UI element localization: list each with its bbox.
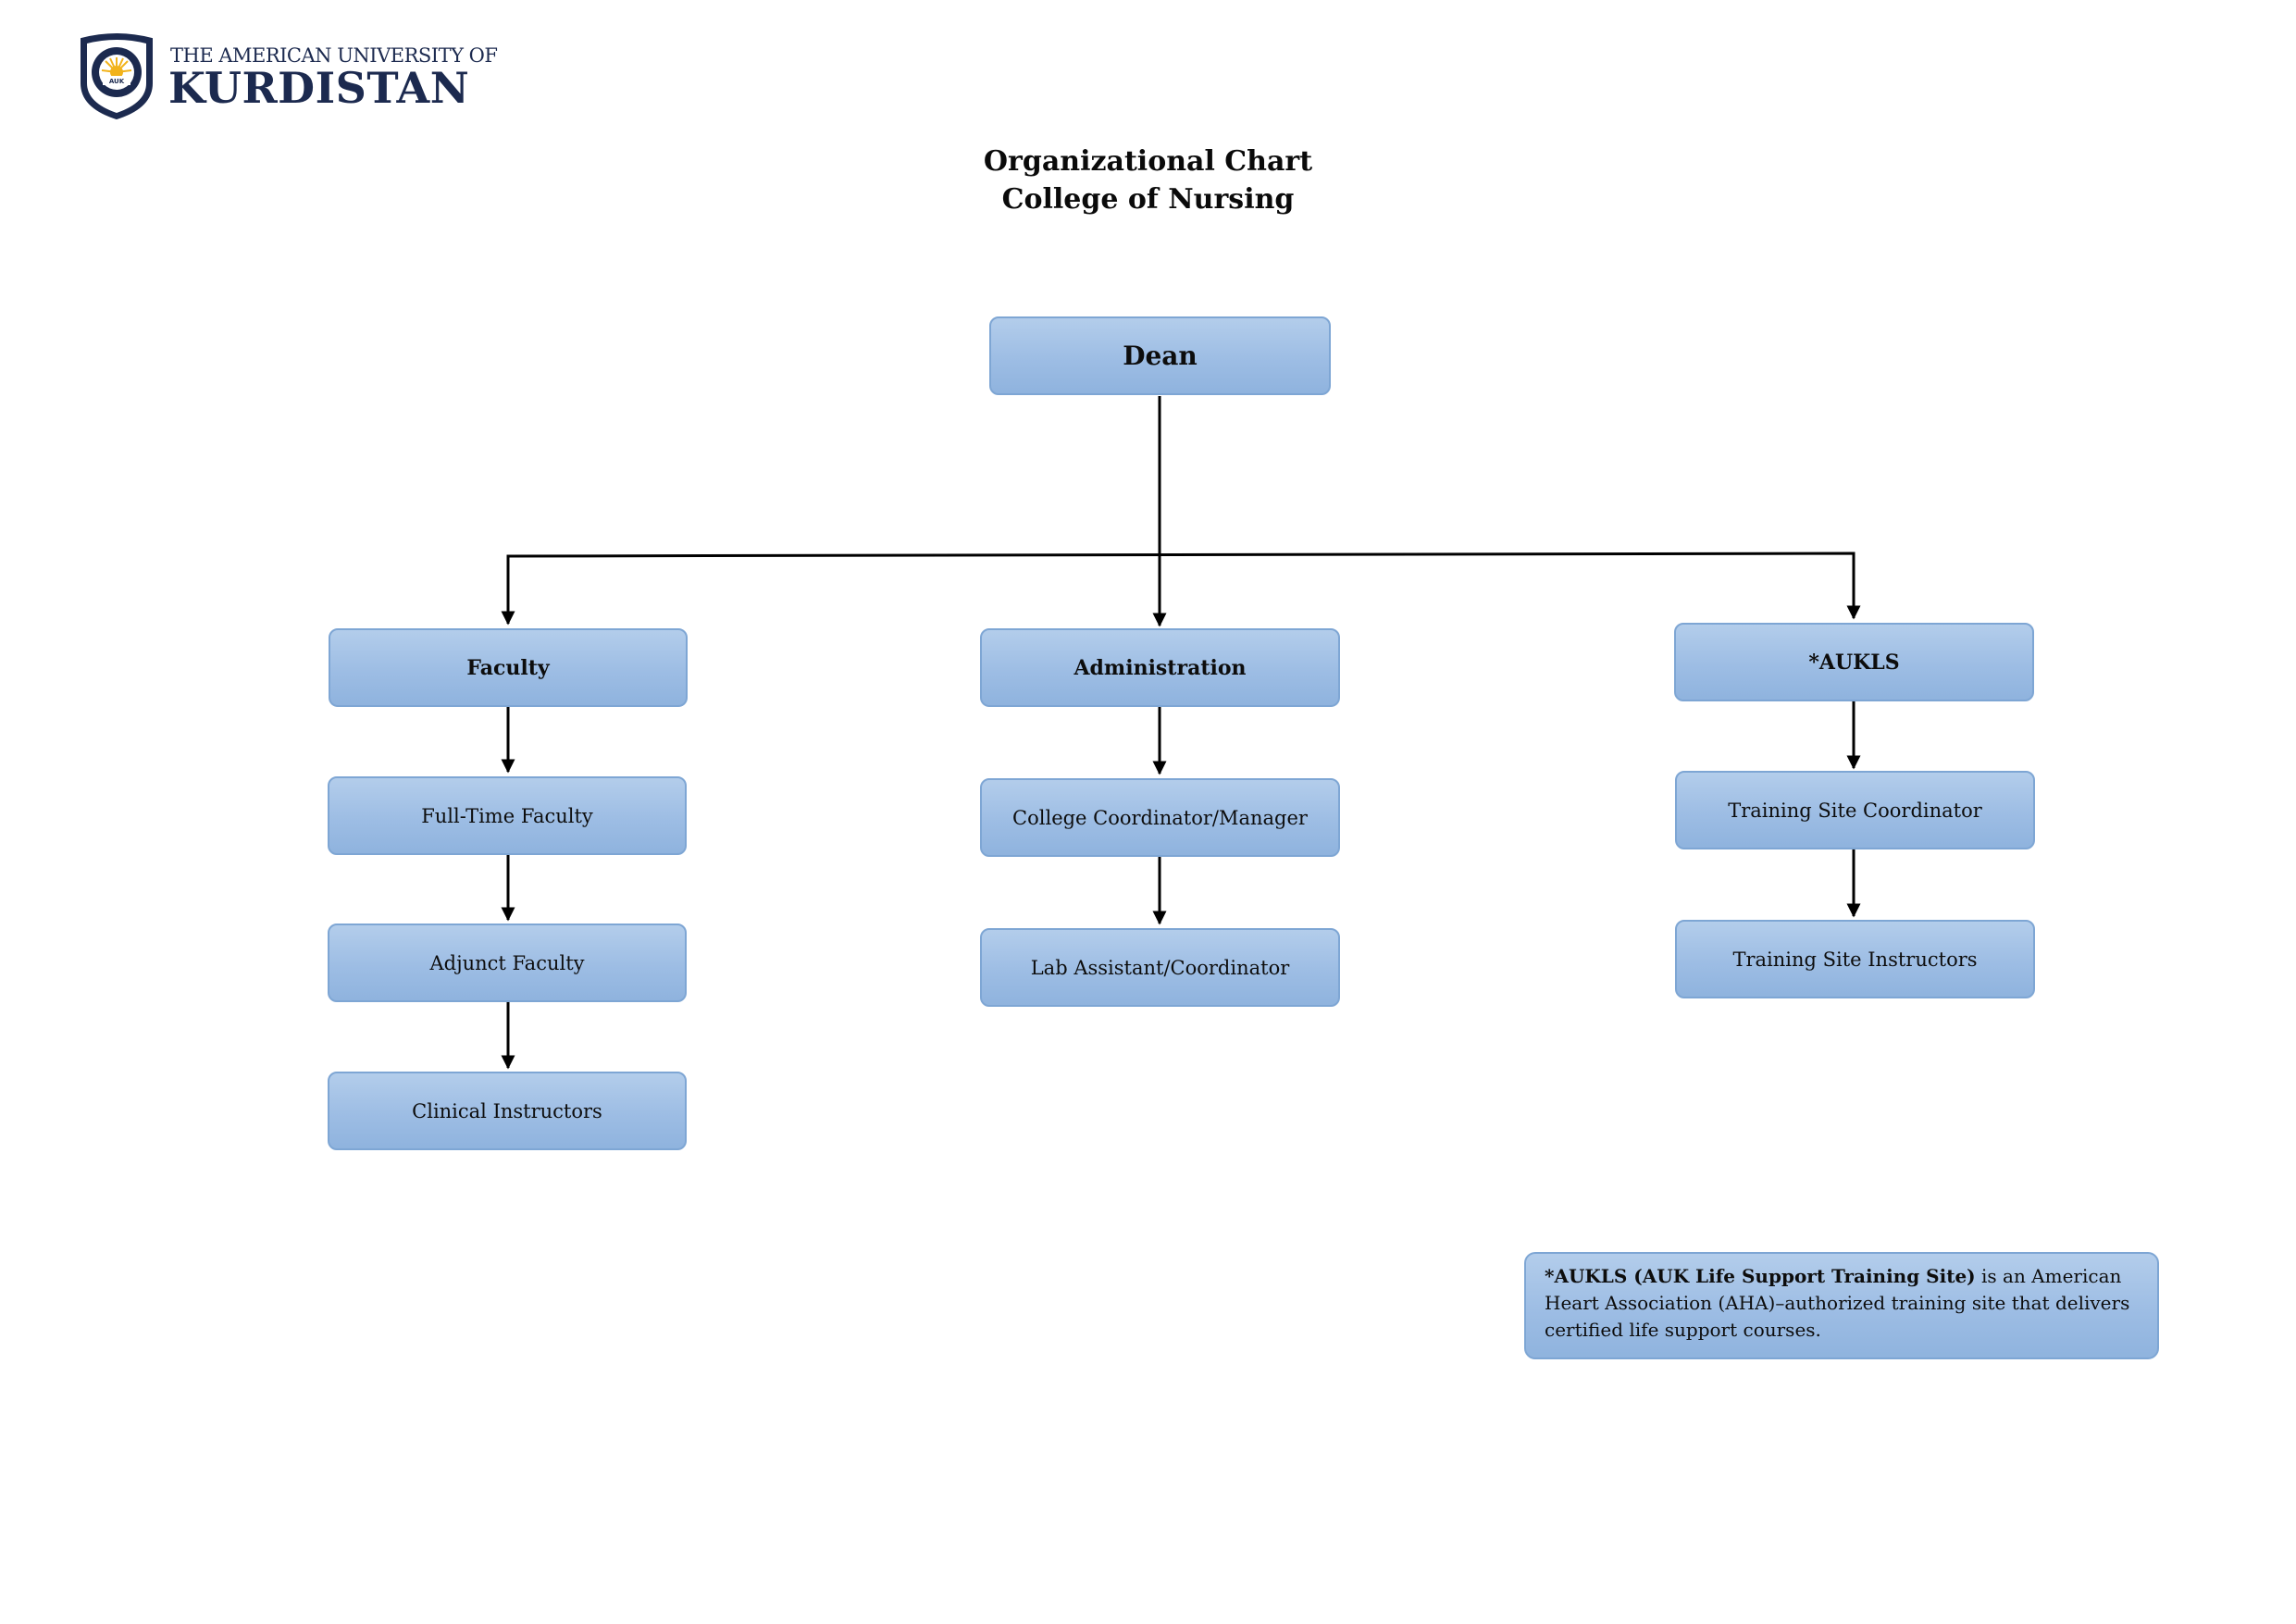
aukls-footnote: *AUKLS (AUK Life Support Training Site) … xyxy=(1524,1252,2159,1359)
node-college-coordinator: College Coordinator/Manager xyxy=(980,778,1340,857)
logo-text-line1: THE AMERICAN UNIVERSITY OF xyxy=(170,44,498,67)
seal-text: AUK xyxy=(109,78,125,85)
node-adjunct-faculty: Adjunct Faculty xyxy=(328,924,687,1002)
node-dean: Dean xyxy=(989,316,1331,395)
node-lab-assistant: Lab Assistant/Coordinator xyxy=(980,928,1340,1007)
university-seal-icon: AUK xyxy=(81,33,153,120)
node-faculty: Faculty xyxy=(329,628,688,707)
node-clinical-instructors: Clinical Instructors xyxy=(328,1072,687,1150)
footnote-definition: is an American Heart Association (AHA)–a… xyxy=(1545,1265,2130,1341)
node-administration: Administration xyxy=(980,628,1340,707)
logo-text-line2: KURDISTAN xyxy=(168,63,470,113)
footnote-term: *AUKLS (AUK Life Support Training Site) xyxy=(1545,1265,1976,1287)
university-logo: AUK THE AMERICAN UNIVERSITY OF KURDISTAN xyxy=(78,31,498,120)
node-aukls: *AUKLS xyxy=(1674,623,2034,701)
node-training-site-coordinator: Training Site Coordinator xyxy=(1675,771,2035,849)
node-full-time-faculty: Full-Time Faculty xyxy=(328,776,687,855)
node-training-site-instructors: Training Site Instructors xyxy=(1675,920,2035,998)
page-title: Organizational Chart xyxy=(983,145,1313,178)
page-subtitle: College of Nursing xyxy=(1001,183,1295,216)
connector-bus xyxy=(506,552,1861,624)
